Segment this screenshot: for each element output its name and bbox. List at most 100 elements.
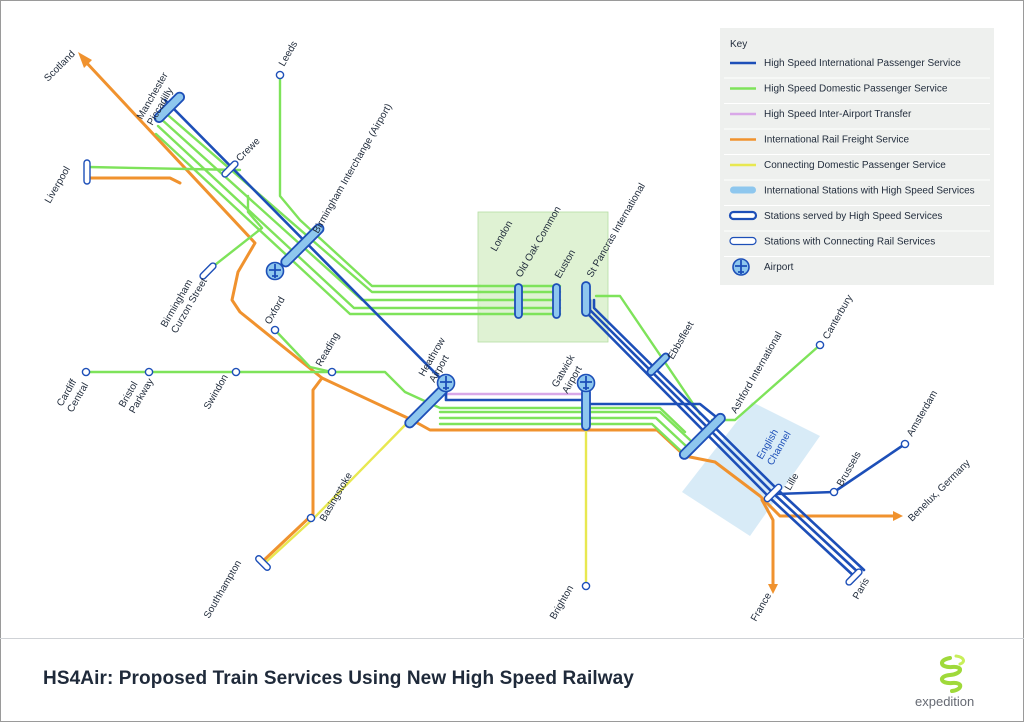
domestic-line-stp-south	[594, 294, 702, 416]
label-benelux: Benelux, Germany	[906, 458, 972, 524]
key-label: Stations with Connecting Rail Services	[764, 237, 935, 248]
map-key: Key High Speed International Passenger S…	[720, 28, 994, 285]
label-ashford: Ashford International	[729, 330, 785, 415]
freight-line-liverpool	[86, 176, 182, 185]
station-curzon	[199, 262, 217, 280]
station-cardiff	[81, 367, 91, 377]
key-label: Airport	[764, 262, 794, 273]
station-leeds	[275, 70, 285, 80]
key-label: Connecting Domestic Passenger Service	[764, 160, 946, 171]
station-euston	[552, 283, 561, 319]
intl-line-stp-3	[592, 298, 866, 572]
page-title: HS4Air: Proposed Train Services Using Ne…	[43, 668, 634, 689]
station-southampton	[255, 555, 271, 571]
label-birmingham-curzon: Birmingham Curzon Street	[159, 270, 210, 335]
station-brighton	[581, 581, 591, 591]
station-reading	[327, 367, 337, 377]
international-stations	[153, 91, 726, 460]
station-birmingham-interchange	[280, 223, 325, 268]
expedition-logo	[940, 654, 965, 693]
key-symbol-hs-station-bar	[728, 210, 758, 221]
airport-icon	[265, 261, 285, 281]
key-background	[720, 28, 994, 285]
key-row: Stations served by High Speed Services	[724, 210, 990, 232]
domestic-line-curzon	[204, 194, 264, 274]
label-scotland: Scotland	[42, 49, 77, 84]
airport-icon	[436, 373, 456, 393]
key-label: Stations served by High Speed Services	[764, 211, 942, 222]
freight-line-scotland	[82, 58, 897, 518]
key-label: High Speed International Passenger Servi…	[764, 58, 961, 69]
domestic-line-heathrow-1	[438, 410, 692, 442]
small-stations	[81, 70, 910, 591]
arrow-benelux	[893, 511, 903, 521]
label-reading: Reading	[314, 331, 342, 369]
station-gatwick	[581, 387, 591, 431]
key-row: High Speed Inter-Airport Transfer	[724, 109, 990, 130]
label-amsterdam: Amsterdam	[905, 389, 940, 439]
london-zone	[477, 211, 609, 343]
label-brighton: Brighton	[548, 584, 576, 622]
key-label: International Stations with High Speed S…	[764, 186, 975, 197]
freight-line-france	[760, 498, 775, 587]
domestic-line-heathrow-2	[438, 416, 688, 448]
station-ashford	[678, 412, 726, 460]
label-bristol: Bristol Parkway	[117, 371, 156, 416]
label-oxford: Oxford	[263, 295, 288, 326]
footer-divider	[0, 638, 1024, 639]
key-row: Stations with Connecting Rail Services	[724, 237, 990, 257]
station-paris	[845, 568, 863, 586]
footer	[0, 638, 1024, 722]
label-ebbsfleet: Ebbsfleet	[666, 320, 696, 362]
key-symbol-connecting-station-bar	[729, 236, 757, 246]
key-row: High Speed Domestic Passenger Service	[724, 84, 990, 104]
key-symbol-intl-station-bar	[730, 186, 756, 194]
station-lille	[763, 483, 783, 503]
domestic-line-manchester-3	[156, 124, 482, 310]
key-row: Connecting Domestic Passenger Service	[724, 160, 990, 181]
connecting-station-bars	[83, 159, 863, 586]
key-label: International Rail Freight Service	[764, 135, 910, 146]
station-swindon	[231, 367, 241, 377]
key-row: Airport	[732, 258, 794, 276]
airport-icon	[576, 373, 596, 393]
arrow-scotland	[78, 52, 92, 68]
intl-line-gatwick	[584, 402, 722, 422]
station-brussels	[829, 487, 839, 497]
domestic-line-liverpool	[86, 165, 242, 172]
label-southampton: Southhampton	[202, 559, 244, 621]
label-leeds: Leeds	[277, 39, 300, 68]
route-map: Scotland Manchester Piccadilly Leeds Cre…	[42, 28, 994, 624]
label-liverpool: Liverpool	[43, 165, 73, 206]
key-heading: Key	[730, 39, 747, 50]
english-channel-area	[682, 402, 820, 536]
key-row: International Stations with High Speed S…	[724, 186, 990, 206]
domestic-line-oxford	[273, 328, 334, 374]
arrow-france	[768, 584, 778, 594]
label-swindon: Swindon	[202, 373, 231, 412]
station-amsterdam	[900, 439, 910, 449]
station-old-oak	[514, 283, 523, 319]
label-basingstoke: Basingstoke	[318, 470, 355, 523]
key-label: High Speed Domestic Passenger Service	[764, 84, 948, 95]
station-canterbury	[815, 340, 825, 350]
airport-icon	[732, 258, 750, 276]
station-crewe	[221, 160, 239, 178]
station-bristol	[144, 367, 154, 377]
freight-line-southampton	[260, 376, 324, 564]
station-liverpool	[83, 159, 91, 185]
label-canterbury: Canterbury	[821, 293, 855, 341]
freight-lines	[82, 58, 897, 587]
station-manchester	[153, 91, 186, 124]
label-birmingham-interchange: Birmingham Interchange (Airport)	[311, 102, 394, 236]
label-heathrow: Heathrow Airport	[417, 334, 460, 385]
label-france: France	[749, 591, 774, 624]
key-label: High Speed Inter-Airport Transfer	[764, 109, 912, 120]
domestic-line-heathrow-3	[438, 422, 684, 454]
brand-name: expedition	[915, 694, 975, 709]
station-oxford	[270, 325, 280, 335]
domestic-line-manchester-4	[154, 132, 482, 316]
key-rows: High Speed International Passenger Servi…	[724, 58, 990, 276]
key-row: International Rail Freight Service	[724, 135, 990, 155]
station-ebbsfleet	[646, 352, 671, 377]
